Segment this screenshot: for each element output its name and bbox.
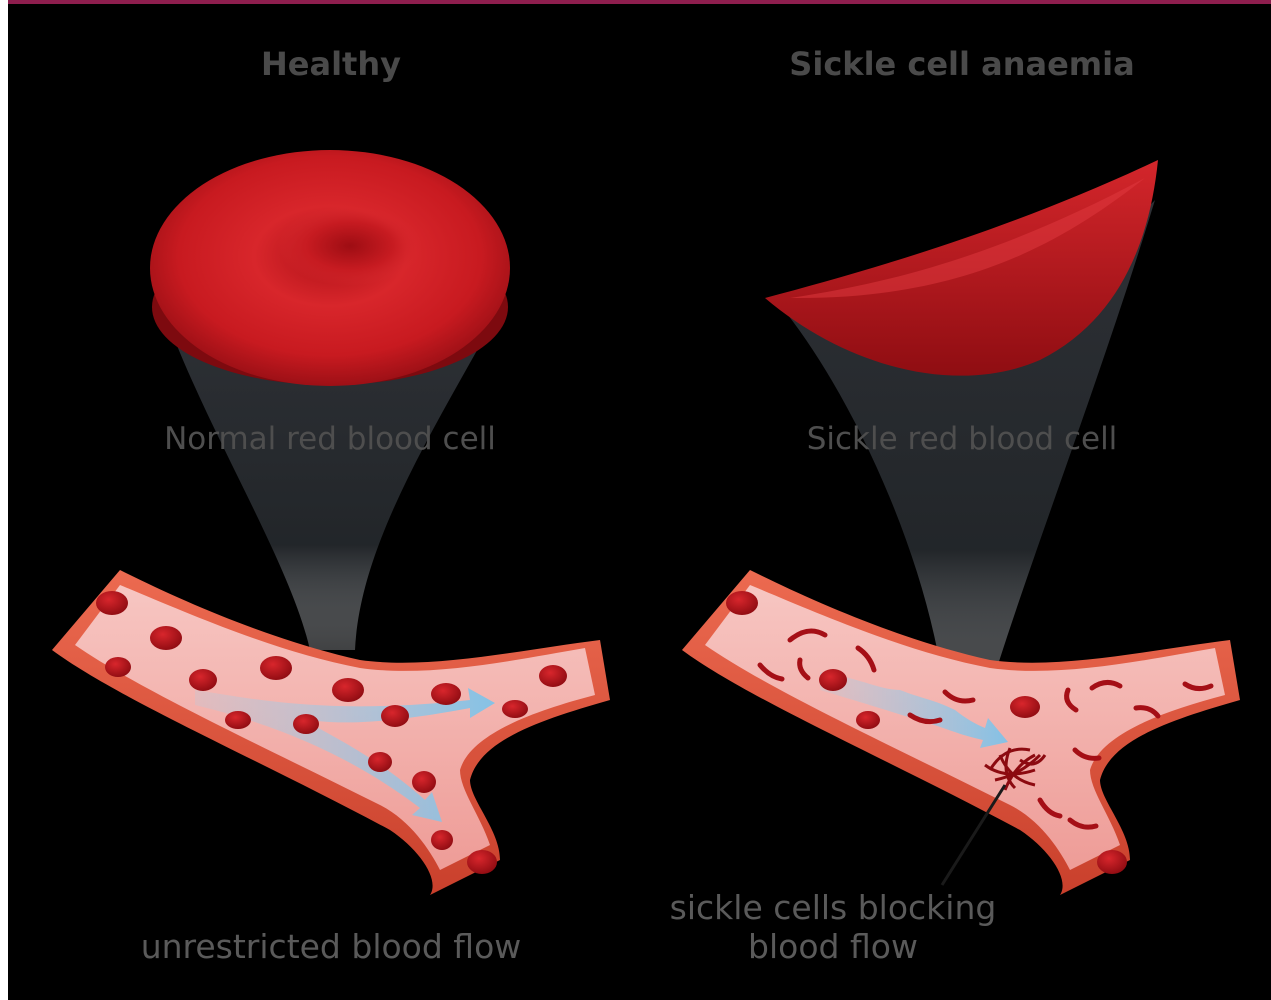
sickle-heading: Sickle cell anaemia	[789, 45, 1134, 83]
unrestricted-flow-caption: unrestricted blood flow	[141, 927, 522, 966]
healthy-heading: Healthy	[261, 45, 401, 83]
normal-cell-label: Normal red blood cell	[164, 421, 496, 457]
blocking-caption-line2: blood flow	[748, 927, 918, 966]
sickle-cell-label: Sickle red blood cell	[807, 421, 1118, 457]
healthy-panel: Healthy Normal red blood cell unrestrict…	[52, 45, 610, 966]
blocking-caption-line1: sickle cells blocking	[670, 888, 997, 927]
normal-red-blood-cell	[150, 150, 510, 386]
sickle-panel: Sickle cell anaemia Sickle red blood cel…	[670, 45, 1240, 966]
